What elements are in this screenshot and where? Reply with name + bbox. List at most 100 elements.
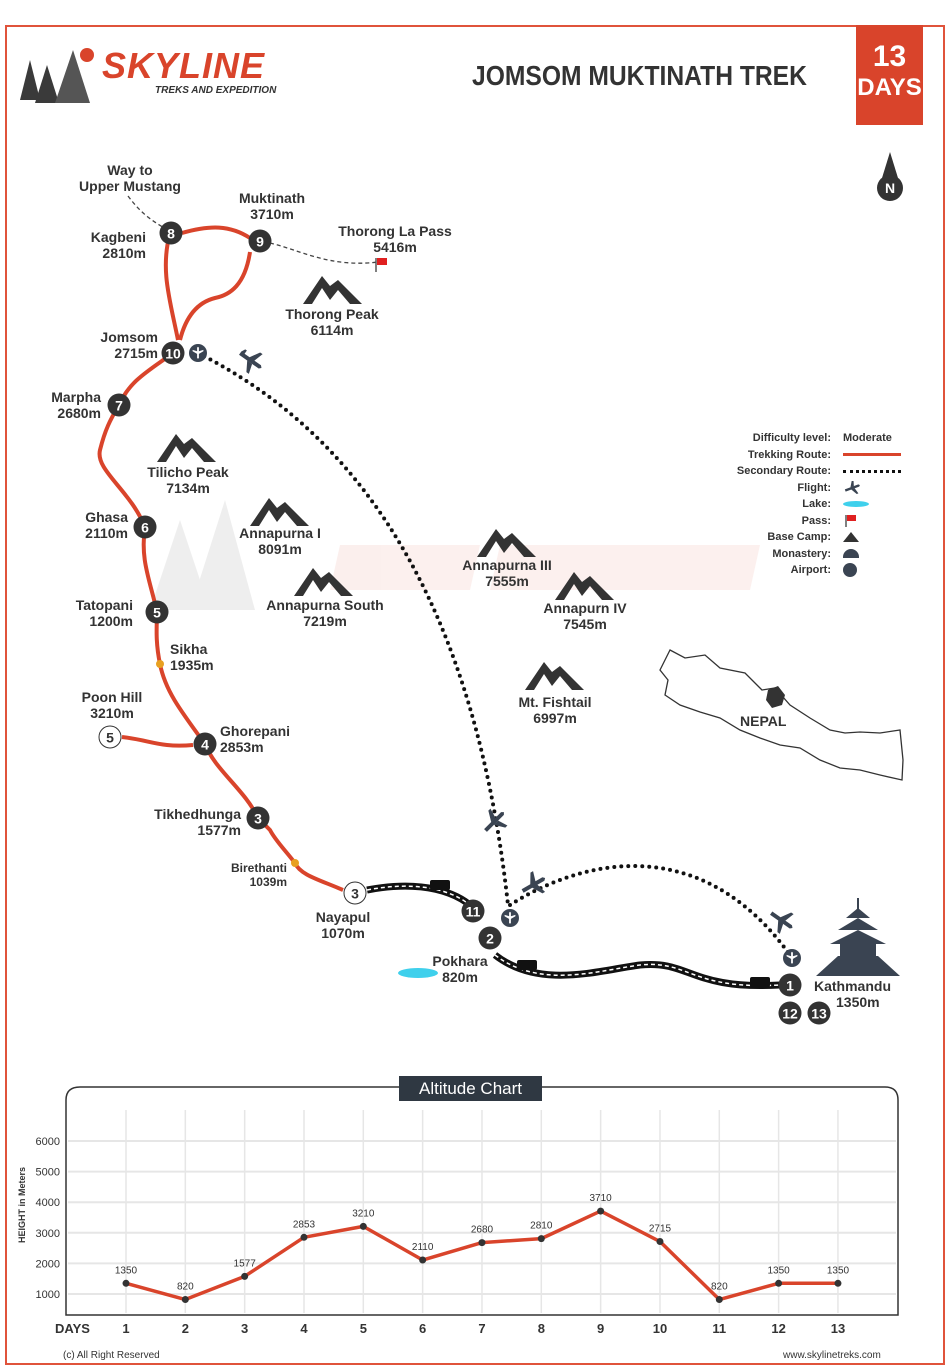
day-marker: 3 xyxy=(246,806,270,830)
secondary-route-jomsom-pokhara xyxy=(196,351,510,907)
brand-logo: SKYLINE xyxy=(102,45,266,86)
trekking-route-swatch xyxy=(843,453,901,457)
temple-icon xyxy=(816,898,900,976)
mountain-icon xyxy=(477,529,536,557)
copyright: (c) All Right Reserved xyxy=(63,1350,160,1361)
day-marker: 5 xyxy=(98,725,122,749)
day-marker: 3 xyxy=(343,881,367,905)
sikha-dot xyxy=(156,660,164,668)
day-marker: 11 xyxy=(461,899,485,923)
day-marker: 5 xyxy=(145,600,169,624)
label-nepal: NEPAL xyxy=(740,713,787,729)
tent-icon xyxy=(843,532,859,543)
north-label: N xyxy=(884,180,896,196)
day-marker: 12 xyxy=(778,1001,802,1025)
legend-secondary: Secondary Route: xyxy=(736,465,831,478)
secondary-route-pokhara-kathmandu xyxy=(508,864,792,957)
airport-icon xyxy=(843,563,857,578)
legend-pass: Pass: xyxy=(801,514,831,527)
brand-subtitle: TREKS AND EXPEDITION xyxy=(155,85,277,96)
lake-icon xyxy=(843,501,869,508)
pass-flag-icon xyxy=(845,514,856,527)
airport-icon xyxy=(501,909,519,927)
lake-icon xyxy=(398,968,438,978)
bus-icon xyxy=(430,880,450,890)
day-marker: 6 xyxy=(133,515,157,539)
north-arrow-icon: N xyxy=(875,152,905,204)
day-marker: 2 xyxy=(478,926,502,950)
legend-base-camp: Base Camp: xyxy=(767,531,831,544)
monastery-icon xyxy=(843,549,859,559)
trail-thorong-la xyxy=(269,242,379,264)
legend-monastery: Monastery: xyxy=(772,547,831,560)
flight-icon xyxy=(844,480,860,494)
legend-difficulty: Difficulty level: xyxy=(752,432,831,445)
bus-icon xyxy=(750,977,770,987)
mountain-icon xyxy=(294,568,353,596)
page-title: JOMSOM MUKTINATH TREK xyxy=(472,60,807,91)
chart-title: Altitude Chart xyxy=(399,1076,542,1101)
day-marker: 8 xyxy=(159,221,183,245)
mountain-icon xyxy=(303,276,362,304)
legend-difficulty-value: Moderate xyxy=(843,432,892,445)
legend-flight: Flight: xyxy=(797,481,831,494)
mountain-icon xyxy=(157,434,216,462)
flight-icon xyxy=(239,349,263,374)
day-marker: 10 xyxy=(161,341,185,365)
flight-icon xyxy=(484,808,508,832)
mountain-icon xyxy=(525,662,584,690)
pass-flag-icon xyxy=(375,258,387,272)
y-axis-label: HEIGHT in Meters xyxy=(17,1166,27,1244)
day-marker: 13 xyxy=(807,1001,831,1025)
airport-icon xyxy=(783,949,801,967)
x-axis-label: DAYS xyxy=(55,1321,90,1336)
watermark-logo xyxy=(150,500,760,610)
website: www.skylinetreks.com xyxy=(783,1350,881,1361)
legend-lake: Lake: xyxy=(802,498,831,511)
mountain-icon xyxy=(555,572,614,600)
secondary-route-swatch xyxy=(843,469,901,473)
day-marker: 1 xyxy=(778,973,802,997)
days-badge: 13 DAYS xyxy=(856,25,923,125)
birethanti-dot xyxy=(291,859,299,867)
airport-icon xyxy=(189,344,207,362)
days-number: 13 xyxy=(872,40,907,73)
bus-icon xyxy=(517,960,537,970)
mountain-icon xyxy=(250,498,309,526)
day-marker: 7 xyxy=(107,393,131,417)
region-highlight xyxy=(766,686,785,708)
flight-icon xyxy=(521,871,546,894)
map-legend: Difficulty level: Moderate Trekking Route… xyxy=(735,430,901,579)
nepal-outline xyxy=(659,649,904,781)
flight-icon xyxy=(770,911,794,934)
legend-trekking: Trekking Route: xyxy=(747,448,831,461)
legend-airport: Airport: xyxy=(790,564,831,577)
day-marker: 9 xyxy=(248,229,272,253)
days-label: DAYS xyxy=(857,74,922,101)
day-marker: 4 xyxy=(193,732,217,756)
page-frame xyxy=(5,25,945,1365)
logo-mountain-icon xyxy=(20,48,94,103)
